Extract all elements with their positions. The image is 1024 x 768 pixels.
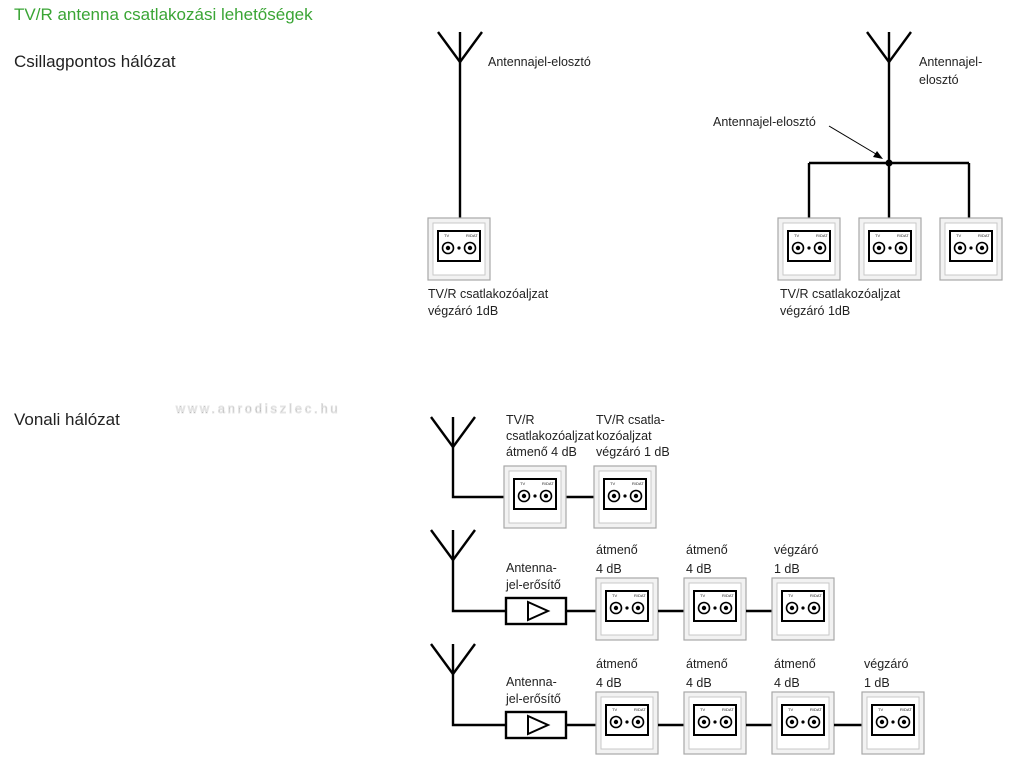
star-split-branch: Antennajel- elosztó Antennajel-elosztó T… [713,30,1003,318]
socket-label: végzáró [774,543,819,557]
antenna-label: Antennajel- [919,55,982,69]
socket-caption: TV/R csatlakozóaljzat [780,287,901,301]
socket-label: átmenő 4 dB [506,445,577,459]
watermark-text: www.anrodiszlec.hu [175,402,340,416]
tv-socket-icon [861,691,925,755]
socket-caption: végzáró 1dB [428,304,498,318]
tv-socket-icon [503,465,567,529]
star-network-title: Csillagpontos hálózat [14,52,176,71]
amplifier-icon [504,710,568,740]
socket-label: átmenő [596,543,638,557]
socket-caption: TV/R csatlakozóaljzat [428,287,549,301]
socket-label: 4 dB [596,562,622,576]
tv-socket-icon [777,217,841,281]
tv-socket-icon [683,691,747,755]
page-title: TV/R antenna csatlakozási lehetőségek [14,5,313,24]
socket-label: átmenő [774,657,816,671]
splitter-label: Antennajel-elosztó [713,115,816,129]
tv-socket-icon [683,577,747,641]
antenna-icon [429,642,477,694]
amplifier-icon [504,596,568,626]
line-network-title: Vonali hálózat [14,410,120,429]
line-row-1: TV/R csatlakozóaljzat átmenő 4 dB TV/R c… [429,413,670,529]
antenna-icon [429,528,477,580]
tv-socket-icon [595,577,659,641]
socket-label: kozóaljzat [596,429,652,443]
antenna-icon [436,30,484,82]
amplifier-label: Antenna- [506,675,557,689]
antenna-icon [429,415,477,467]
tv-socket-icon [771,577,835,641]
tv-socket-icon [858,217,922,281]
line-row-3: Antenna- jel-erősítő átmenő 4 dB átmenő … [429,642,925,755]
socket-label: csatlakozóaljzat [506,429,595,443]
tv-socket-icon [593,465,657,529]
amplifier-label: Antenna- [506,561,557,575]
socket-label: 1 dB [774,562,800,576]
amplifier-label: jel-erősítő [505,692,561,706]
socket-label: átmenő [596,657,638,671]
socket-label: 4 dB [686,676,712,690]
socket-label: TV/R [506,413,534,427]
amplifier-label: jel-erősítő [505,578,561,592]
antenna-icon [865,30,913,82]
socket-label: 4 dB [686,562,712,576]
socket-caption: végzáró 1dB [780,304,850,318]
tv-socket-icon [595,691,659,755]
line-row-2: Antenna- jel-erősítő átmenő 4 dB átmenő … [429,528,835,641]
star-single-branch: Antennajel-elosztó TV/R csatlakozóaljzat… [427,30,591,318]
tv-socket-icon [771,691,835,755]
socket-label: TV/R csatla- [596,413,665,427]
socket-label: 4 dB [774,676,800,690]
splitter-label: Antennajel-elosztó [488,55,591,69]
socket-label: átmenő [686,657,728,671]
socket-label: átmenő [686,543,728,557]
socket-label: végzáró 1 dB [596,445,670,459]
antenna-label: elosztó [919,73,959,87]
splitter-node-icon [885,159,893,167]
socket-label: 4 dB [596,676,622,690]
tv-socket-icon [427,217,491,281]
socket-label: 1 dB [864,676,890,690]
tv-socket-icon [939,217,1003,281]
socket-label: végzáró [864,657,909,671]
